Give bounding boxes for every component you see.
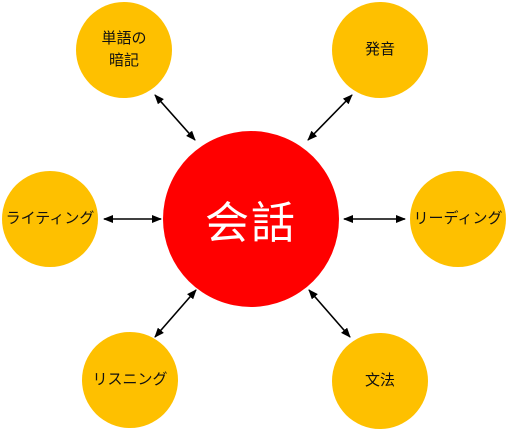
node-reading-label: リーディング xyxy=(413,209,503,228)
node-grammar-label: 文法 xyxy=(364,371,395,390)
arrow-pronunciation-center xyxy=(307,94,353,141)
center-node-conversation: 会話 xyxy=(163,131,339,307)
node-reading: リーディング xyxy=(410,171,506,267)
node-pronunciation-label: 発音 xyxy=(364,40,395,59)
arrow-grammar-center xyxy=(308,289,351,338)
node-listening-label: リスニング xyxy=(92,370,168,389)
node-writing: ライティング xyxy=(2,171,98,267)
node-writing-label: ライティング xyxy=(5,209,95,228)
arrow-vocab-center xyxy=(154,94,196,141)
node-grammar: 文法 xyxy=(332,333,428,429)
center-label: 会話 xyxy=(205,198,297,249)
node-vocabulary: 単語の 暗記 xyxy=(76,2,172,98)
node-listening: リスニング xyxy=(82,332,178,428)
arrow-listening-center xyxy=(154,289,197,338)
node-vocabulary-label: 単語の 暗記 xyxy=(101,29,147,69)
node-pronunciation: 発音 xyxy=(332,2,428,98)
